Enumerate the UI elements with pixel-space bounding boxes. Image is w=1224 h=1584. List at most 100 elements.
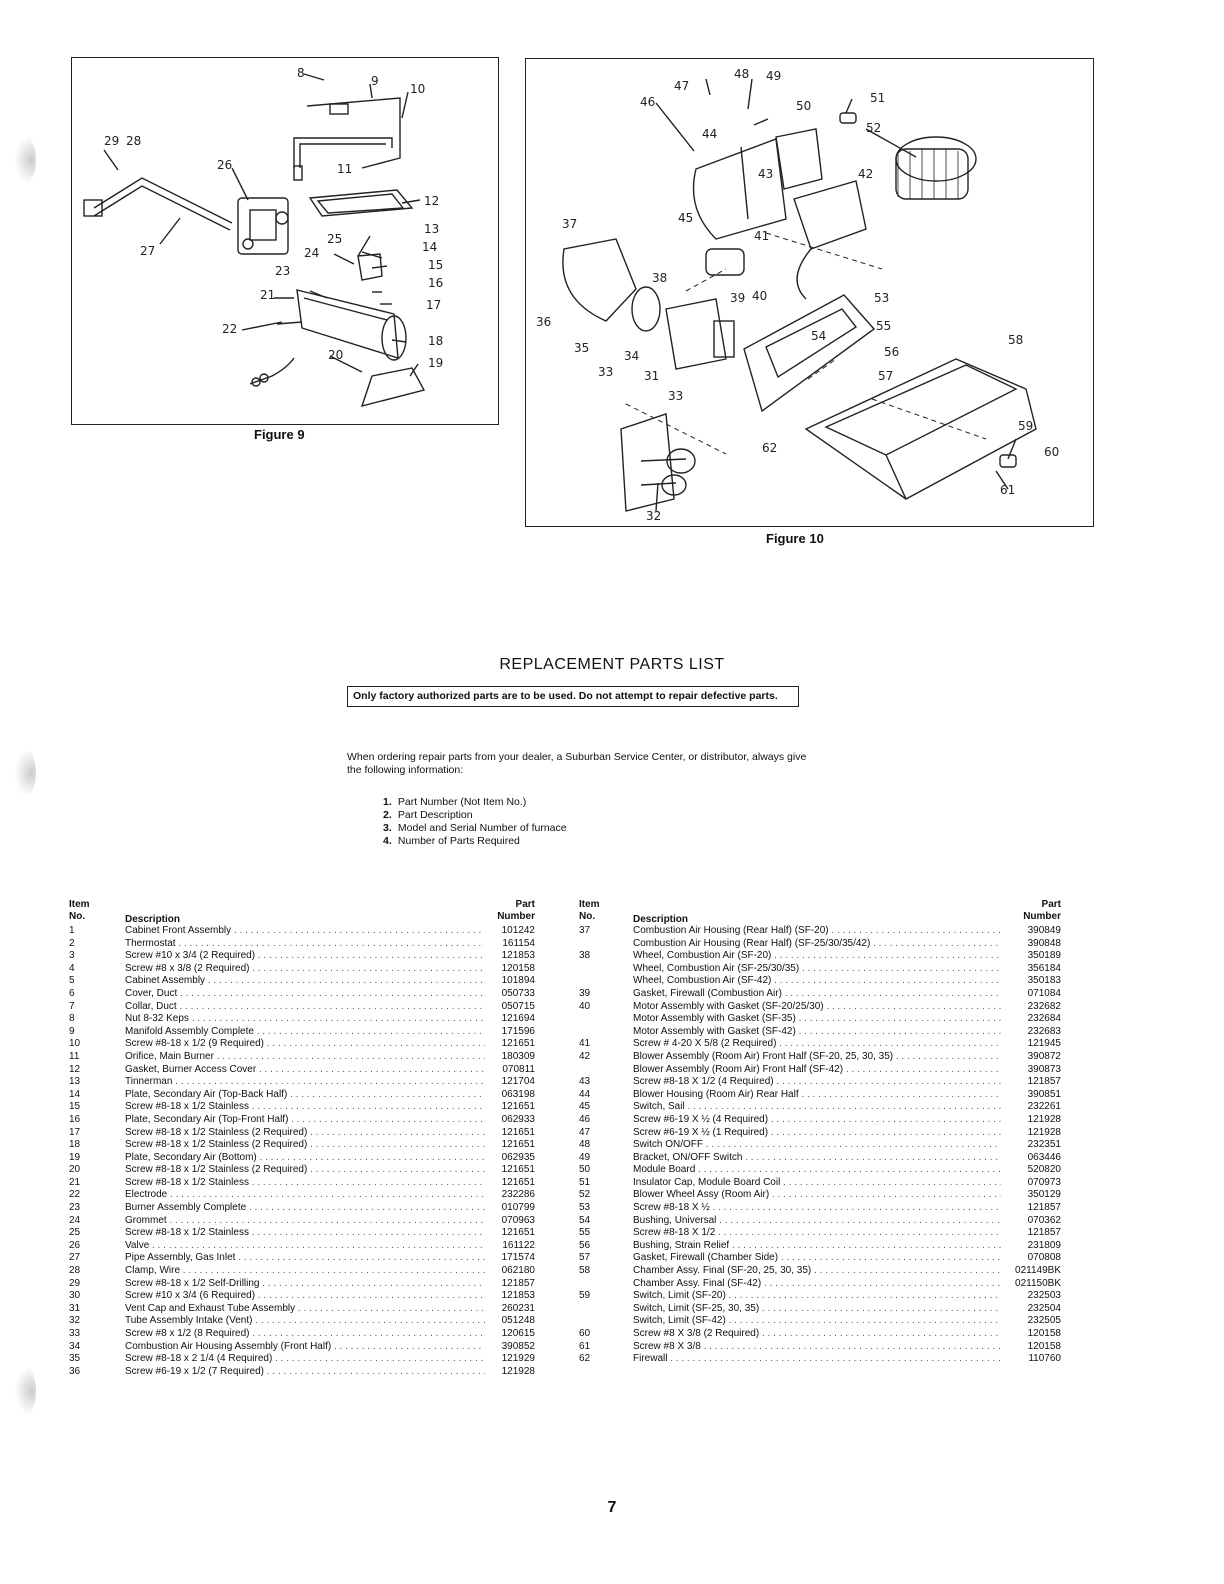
part-number: 121928 xyxy=(1024,1126,1061,1140)
part-number: 121853 xyxy=(498,950,535,963)
part-number: 232286 xyxy=(498,1189,535,1203)
part-description: Module Board xyxy=(633,1164,1001,1177)
item-number: 12 xyxy=(69,1063,81,1075)
table-row: Combustion Air Housing (Rear Half) (SF-2… xyxy=(579,937,1061,951)
table-row: Switch, Limit (SF-42)232505 xyxy=(579,1315,1061,1328)
fig9-callout: 22 xyxy=(222,322,238,336)
part-number: 120158 xyxy=(498,962,535,976)
fig10-callout: 44 xyxy=(702,127,718,141)
item-number: 57 xyxy=(579,1252,591,1264)
item-number: 61 xyxy=(579,1340,591,1352)
fig9-callout: 16 xyxy=(428,276,444,290)
part-description: Clamp, Wire xyxy=(125,1265,485,1278)
part-number: 120615 xyxy=(498,1328,535,1341)
part-description: Vent Cap and Exhaust Tube Assembly xyxy=(125,1303,485,1316)
part-description: Combustion Air Housing (Rear Half) (SF-2… xyxy=(633,925,1001,938)
item-number: 8 xyxy=(69,1013,75,1025)
table-row: Wheel, Combustion Air (SF-25/30/35)35618… xyxy=(579,962,1061,976)
figure-10-diagram: 48 49 47 46 50 51 44 52 43 42 45 37 41 3… xyxy=(525,58,1094,527)
item-number: 29 xyxy=(69,1277,81,1289)
item-number: 34 xyxy=(69,1340,81,1352)
fig10-callout: 57 xyxy=(878,369,894,383)
fig10-callout: 45 xyxy=(678,211,694,225)
part-description: Gasket, Firewall (Combustion Air) xyxy=(633,988,1001,1001)
fig10-callout: 49 xyxy=(766,69,782,83)
part-description: Screw #8 X 3/8 (2 Required) xyxy=(633,1328,1001,1341)
item-number: 40 xyxy=(579,1000,591,1012)
part-number: 070973 xyxy=(1024,1176,1061,1190)
fig10-callout: 38 xyxy=(652,271,668,285)
part-description: Blower Housing (Room Air) Rear Half xyxy=(633,1089,1001,1102)
item-number: 33 xyxy=(69,1328,81,1339)
table-row: Chamber Assy. Final (SF-42)021150BK xyxy=(579,1277,1061,1291)
fig10-callout: 58 xyxy=(1008,333,1024,347)
fig9-callout: 27 xyxy=(140,244,156,258)
part-number: 390851 xyxy=(1024,1088,1061,1102)
item-number: 54 xyxy=(579,1214,591,1226)
item-number: 59 xyxy=(579,1290,591,1302)
fig10-callout: 61 xyxy=(1000,483,1016,497)
part-number: 070963 xyxy=(498,1214,535,1228)
item-number: 52 xyxy=(579,1189,591,1201)
part-description: Orifice, Main Burner xyxy=(125,1051,485,1064)
part-description: Wheel, Combustion Air (SF-20) xyxy=(633,950,1001,963)
part-description: Firewall xyxy=(633,1353,1001,1366)
table-row: Blower Assembly (Room Air) Front Half (S… xyxy=(579,1063,1061,1077)
item-number: 38 xyxy=(579,950,591,962)
part-number: 121694 xyxy=(498,1013,535,1026)
ordering-step: 3. Model and Serial Number of furnace xyxy=(383,822,567,834)
table-row: 62Firewall110760 xyxy=(579,1353,1061,1366)
table-row: Wheel, Combustion Air (SF-42)350183 xyxy=(579,975,1061,988)
fig9-callout: 9 xyxy=(371,74,379,88)
part-description: Grommet xyxy=(125,1215,485,1228)
fig10-callout: 62 xyxy=(762,441,778,455)
part-description: Screw # 4-20 X 5/8 (2 Required) xyxy=(633,1038,1001,1051)
item-number: 19 xyxy=(69,1151,81,1163)
fig10-callout: 43 xyxy=(758,167,774,181)
part-description: Blower Assembly (Room Air) Front Half (S… xyxy=(633,1051,1001,1064)
item-number: 6 xyxy=(69,987,75,999)
part-number: 101894 xyxy=(498,975,535,988)
fig9-callout: 23 xyxy=(275,264,291,278)
part-description: Screw #8 x 3/8 (2 Required) xyxy=(125,963,485,976)
part-number: 121651 xyxy=(498,1126,535,1140)
fig10-callout: 50 xyxy=(796,99,812,113)
part-description: Plate, Secondary Air (Top-Back Half) xyxy=(125,1089,485,1102)
part-number: 520820 xyxy=(1024,1164,1061,1177)
item-number: 18 xyxy=(69,1139,81,1151)
part-number: 390852 xyxy=(498,1340,535,1354)
part-number: 050733 xyxy=(498,987,535,1001)
ordering-step: 1. Part Number (Not Item No.) xyxy=(383,796,527,808)
fig9-callout: 14 xyxy=(422,240,438,254)
part-number: 121857 xyxy=(1024,1227,1061,1240)
part-number: 232351 xyxy=(1024,1139,1061,1152)
part-description: Tinnerman xyxy=(125,1076,485,1089)
item-number: 9 xyxy=(69,1025,75,1037)
item-number: 51 xyxy=(579,1176,591,1188)
item-number: 21 xyxy=(69,1176,81,1188)
item-number: 41 xyxy=(579,1038,591,1050)
part-number: 120158 xyxy=(1024,1328,1061,1341)
table-row: 13Tinnerman121704 xyxy=(69,1076,535,1089)
part-description: Motor Assembly with Gasket (SF-42) xyxy=(633,1026,1001,1039)
warning-box: Only factory authorized parts are to be … xyxy=(347,686,799,707)
part-description: Cover, Duct xyxy=(125,988,485,1001)
